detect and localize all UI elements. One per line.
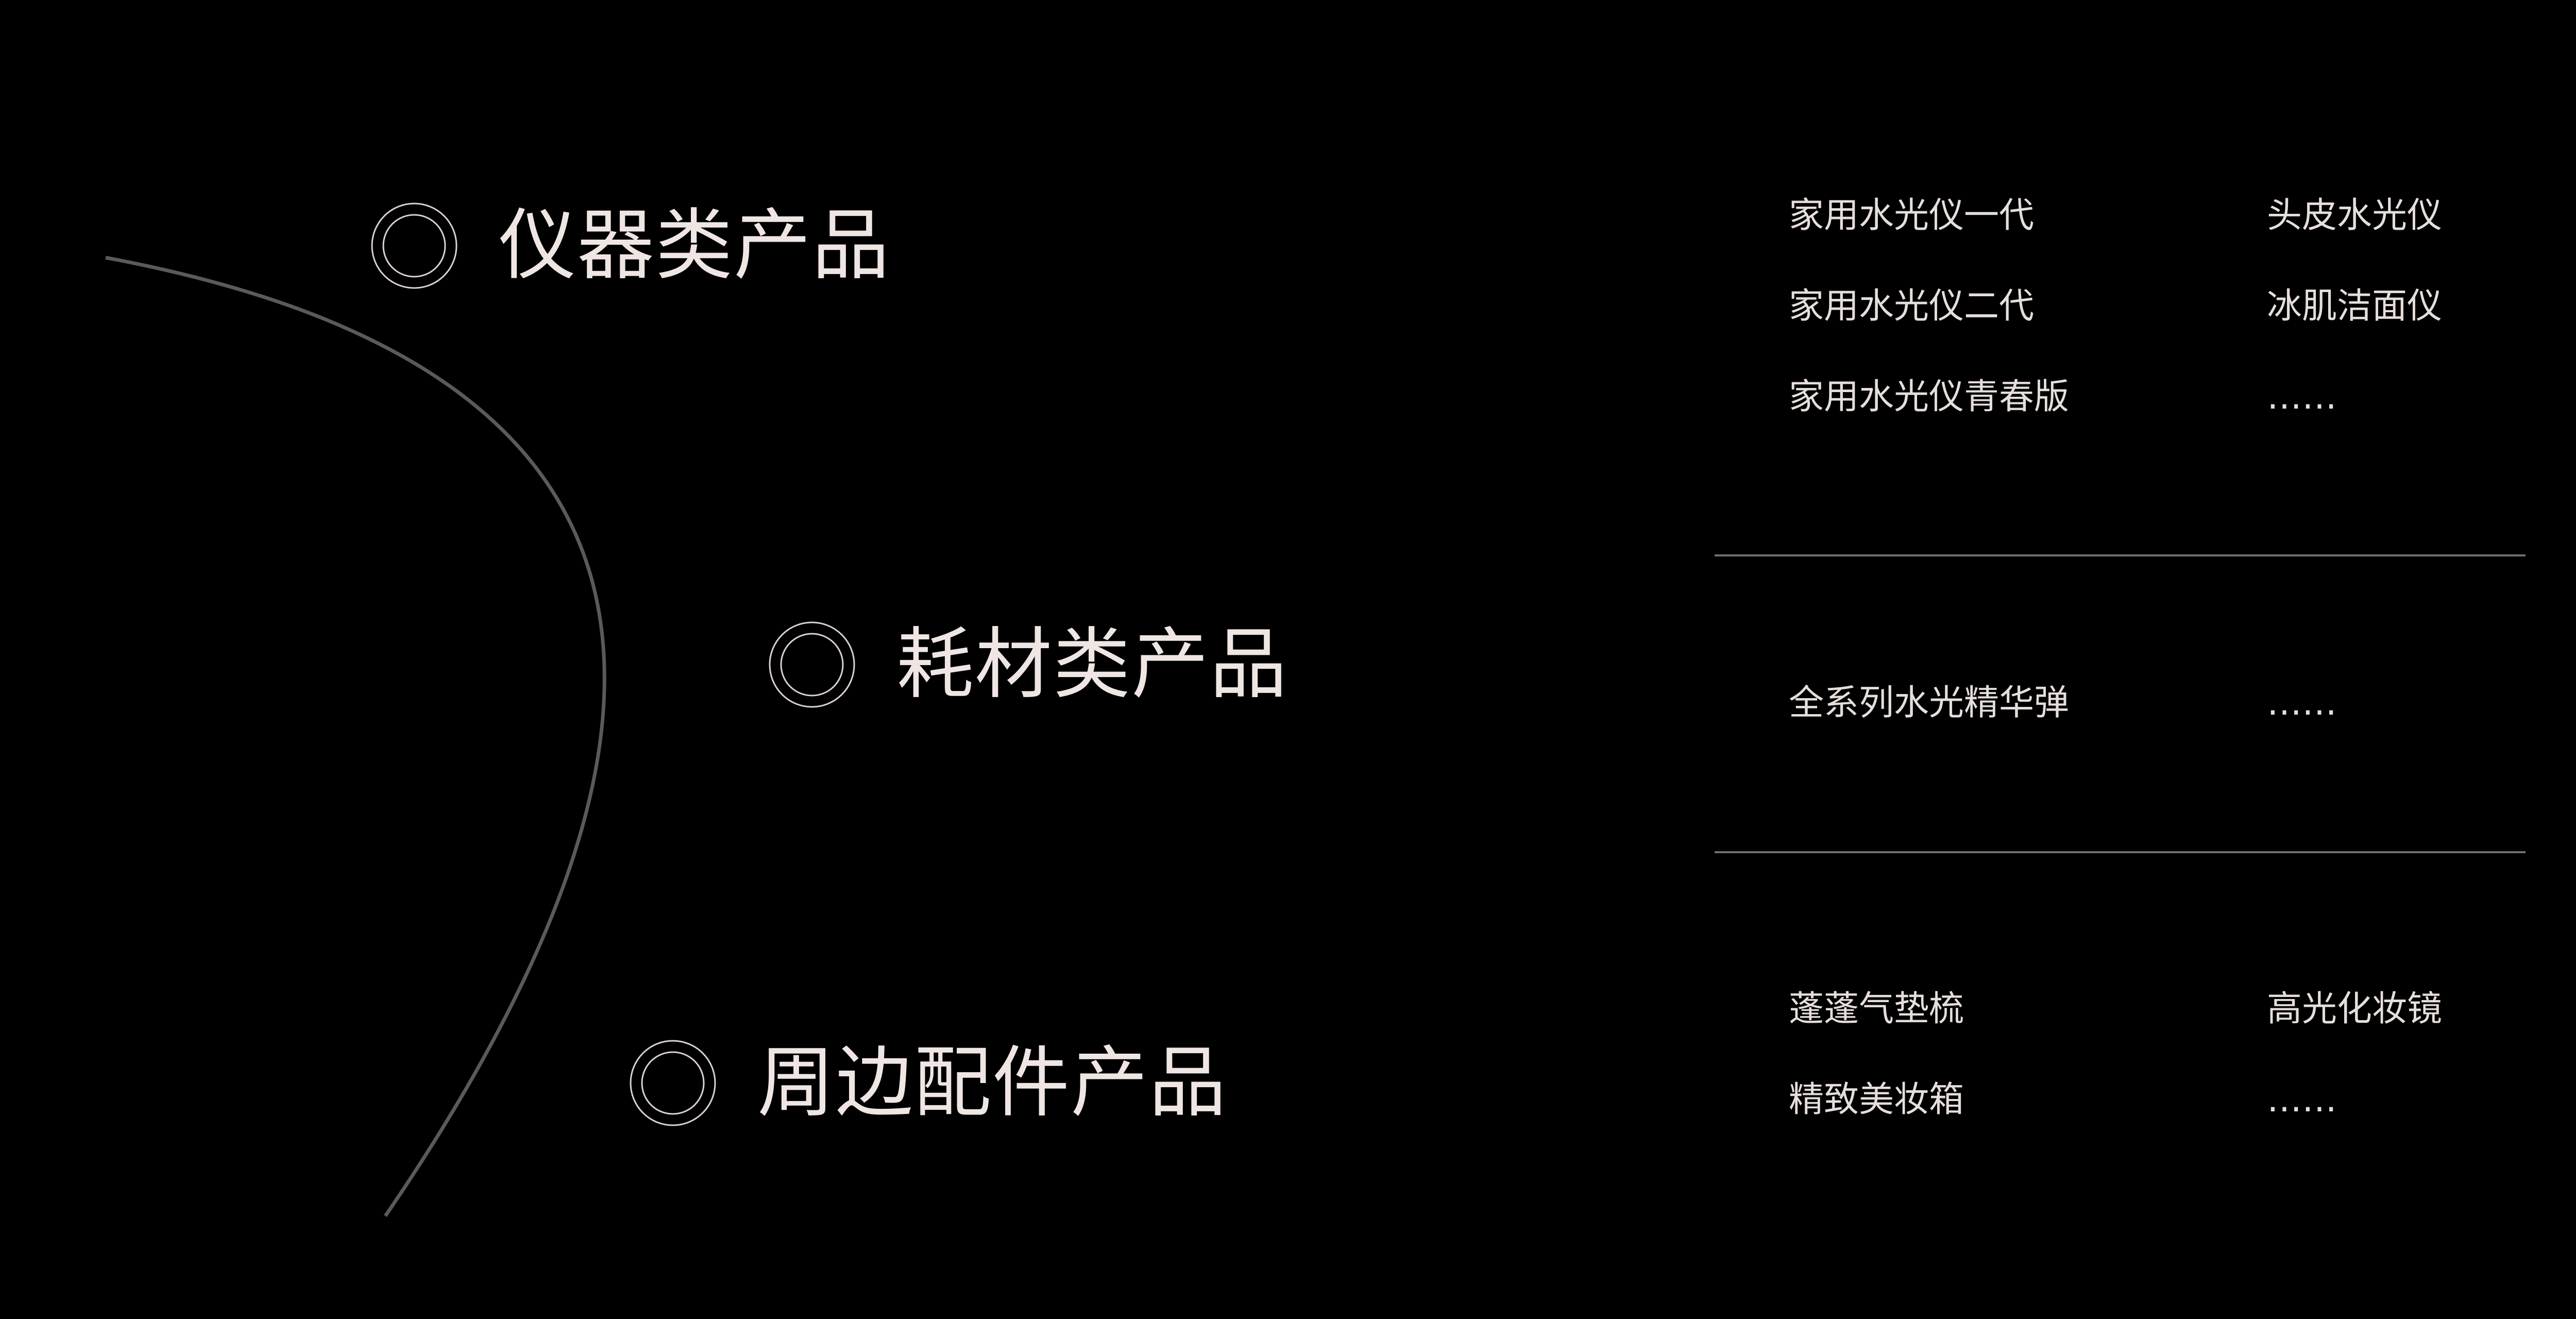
arc-curve bbox=[105, 256, 606, 1217]
list-item: 全系列水光精华弹 bbox=[1789, 683, 2070, 723]
category-title: 耗材类产品 bbox=[896, 620, 1289, 709]
list-item: 家用水光仪青春版 bbox=[1789, 377, 2070, 417]
list-item: …… bbox=[2267, 377, 2337, 417]
category-title: 周边配件产品 bbox=[757, 1038, 1228, 1128]
double-ring-icon bbox=[371, 202, 457, 289]
divider bbox=[1715, 554, 2526, 556]
list-item: …… bbox=[2267, 1079, 2337, 1120]
double-ring-icon bbox=[630, 1040, 716, 1126]
list-item: 家用水光仪一代 bbox=[1789, 195, 2035, 236]
category-instruments: 仪器类产品 bbox=[370, 199, 890, 292]
category-consumables: 耗材类产品 bbox=[768, 618, 1288, 711]
divider bbox=[1715, 851, 2526, 853]
list-item: 精致美妆箱 bbox=[1789, 1079, 1964, 1120]
list-item: 蓬蓬气垫梳 bbox=[1789, 989, 1964, 1029]
double-ring-icon bbox=[769, 621, 855, 708]
list-item: 头皮水光仪 bbox=[2267, 195, 2443, 236]
category-title: 仪器类产品 bbox=[499, 201, 891, 291]
list-item: …… bbox=[2267, 683, 2337, 723]
list-item: 高光化妆镜 bbox=[2267, 989, 2443, 1029]
list-item: 冰肌洁面仪 bbox=[2267, 286, 2443, 327]
list-item: 家用水光仪二代 bbox=[1789, 286, 2035, 327]
category-accessories: 周边配件产品 bbox=[629, 1037, 1227, 1129]
